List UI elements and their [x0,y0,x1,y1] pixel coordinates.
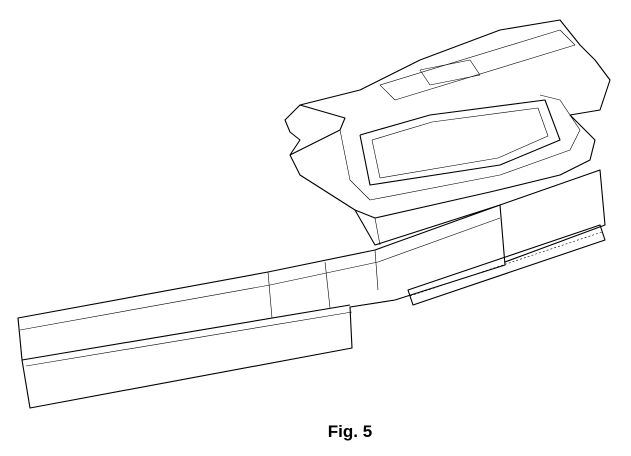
arm [17,204,506,409]
mount-head [284,19,611,246]
figure-caption: Fig. 5 [327,422,373,441]
knurled-ring [407,169,606,306]
